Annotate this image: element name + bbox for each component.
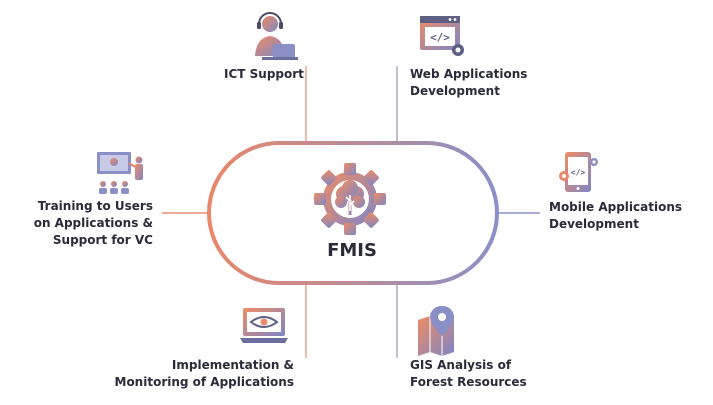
label-line: Implementation & (171, 358, 294, 372)
label-line: Support for VC (52, 233, 153, 247)
label-line: Development (410, 84, 500, 98)
headset-support-icon (255, 12, 298, 60)
label-ict-support: ICT Support (224, 66, 304, 83)
label-line: on Applications & (33, 216, 153, 230)
label-mobile-apps: Mobile Applications Development (549, 199, 682, 233)
web-code-icon: </> (420, 16, 464, 56)
presentation-training-icon (97, 152, 143, 194)
gear-tree-icon (314, 163, 386, 235)
svg-text:</>: </> (571, 168, 586, 177)
laptop-eye-icon (240, 308, 288, 343)
label-line: Training to Users (37, 199, 153, 213)
label-web-apps: Web Applications Development (410, 66, 527, 100)
svg-text:</>: </> (430, 31, 450, 44)
label-line: ICT Support (224, 67, 304, 81)
label-line: GIS Analysis of (410, 358, 512, 372)
label-line: Web Applications (410, 67, 528, 81)
label-line: Mobile Applications (549, 200, 683, 214)
label-line: Development (549, 217, 639, 231)
label-gis: GIS Analysis of Forest Resources (410, 357, 527, 391)
mobile-code-icon: </> (559, 152, 598, 192)
map-pin-icon (418, 306, 454, 356)
label-line: Forest Resources (410, 375, 527, 389)
center-title: FMIS (327, 240, 377, 261)
label-implementation: Implementation & Monitoring of Applicati… (100, 357, 295, 391)
label-line: Monitoring of Applications (114, 375, 295, 389)
label-training: Training to Users on Applications & Supp… (10, 198, 153, 249)
